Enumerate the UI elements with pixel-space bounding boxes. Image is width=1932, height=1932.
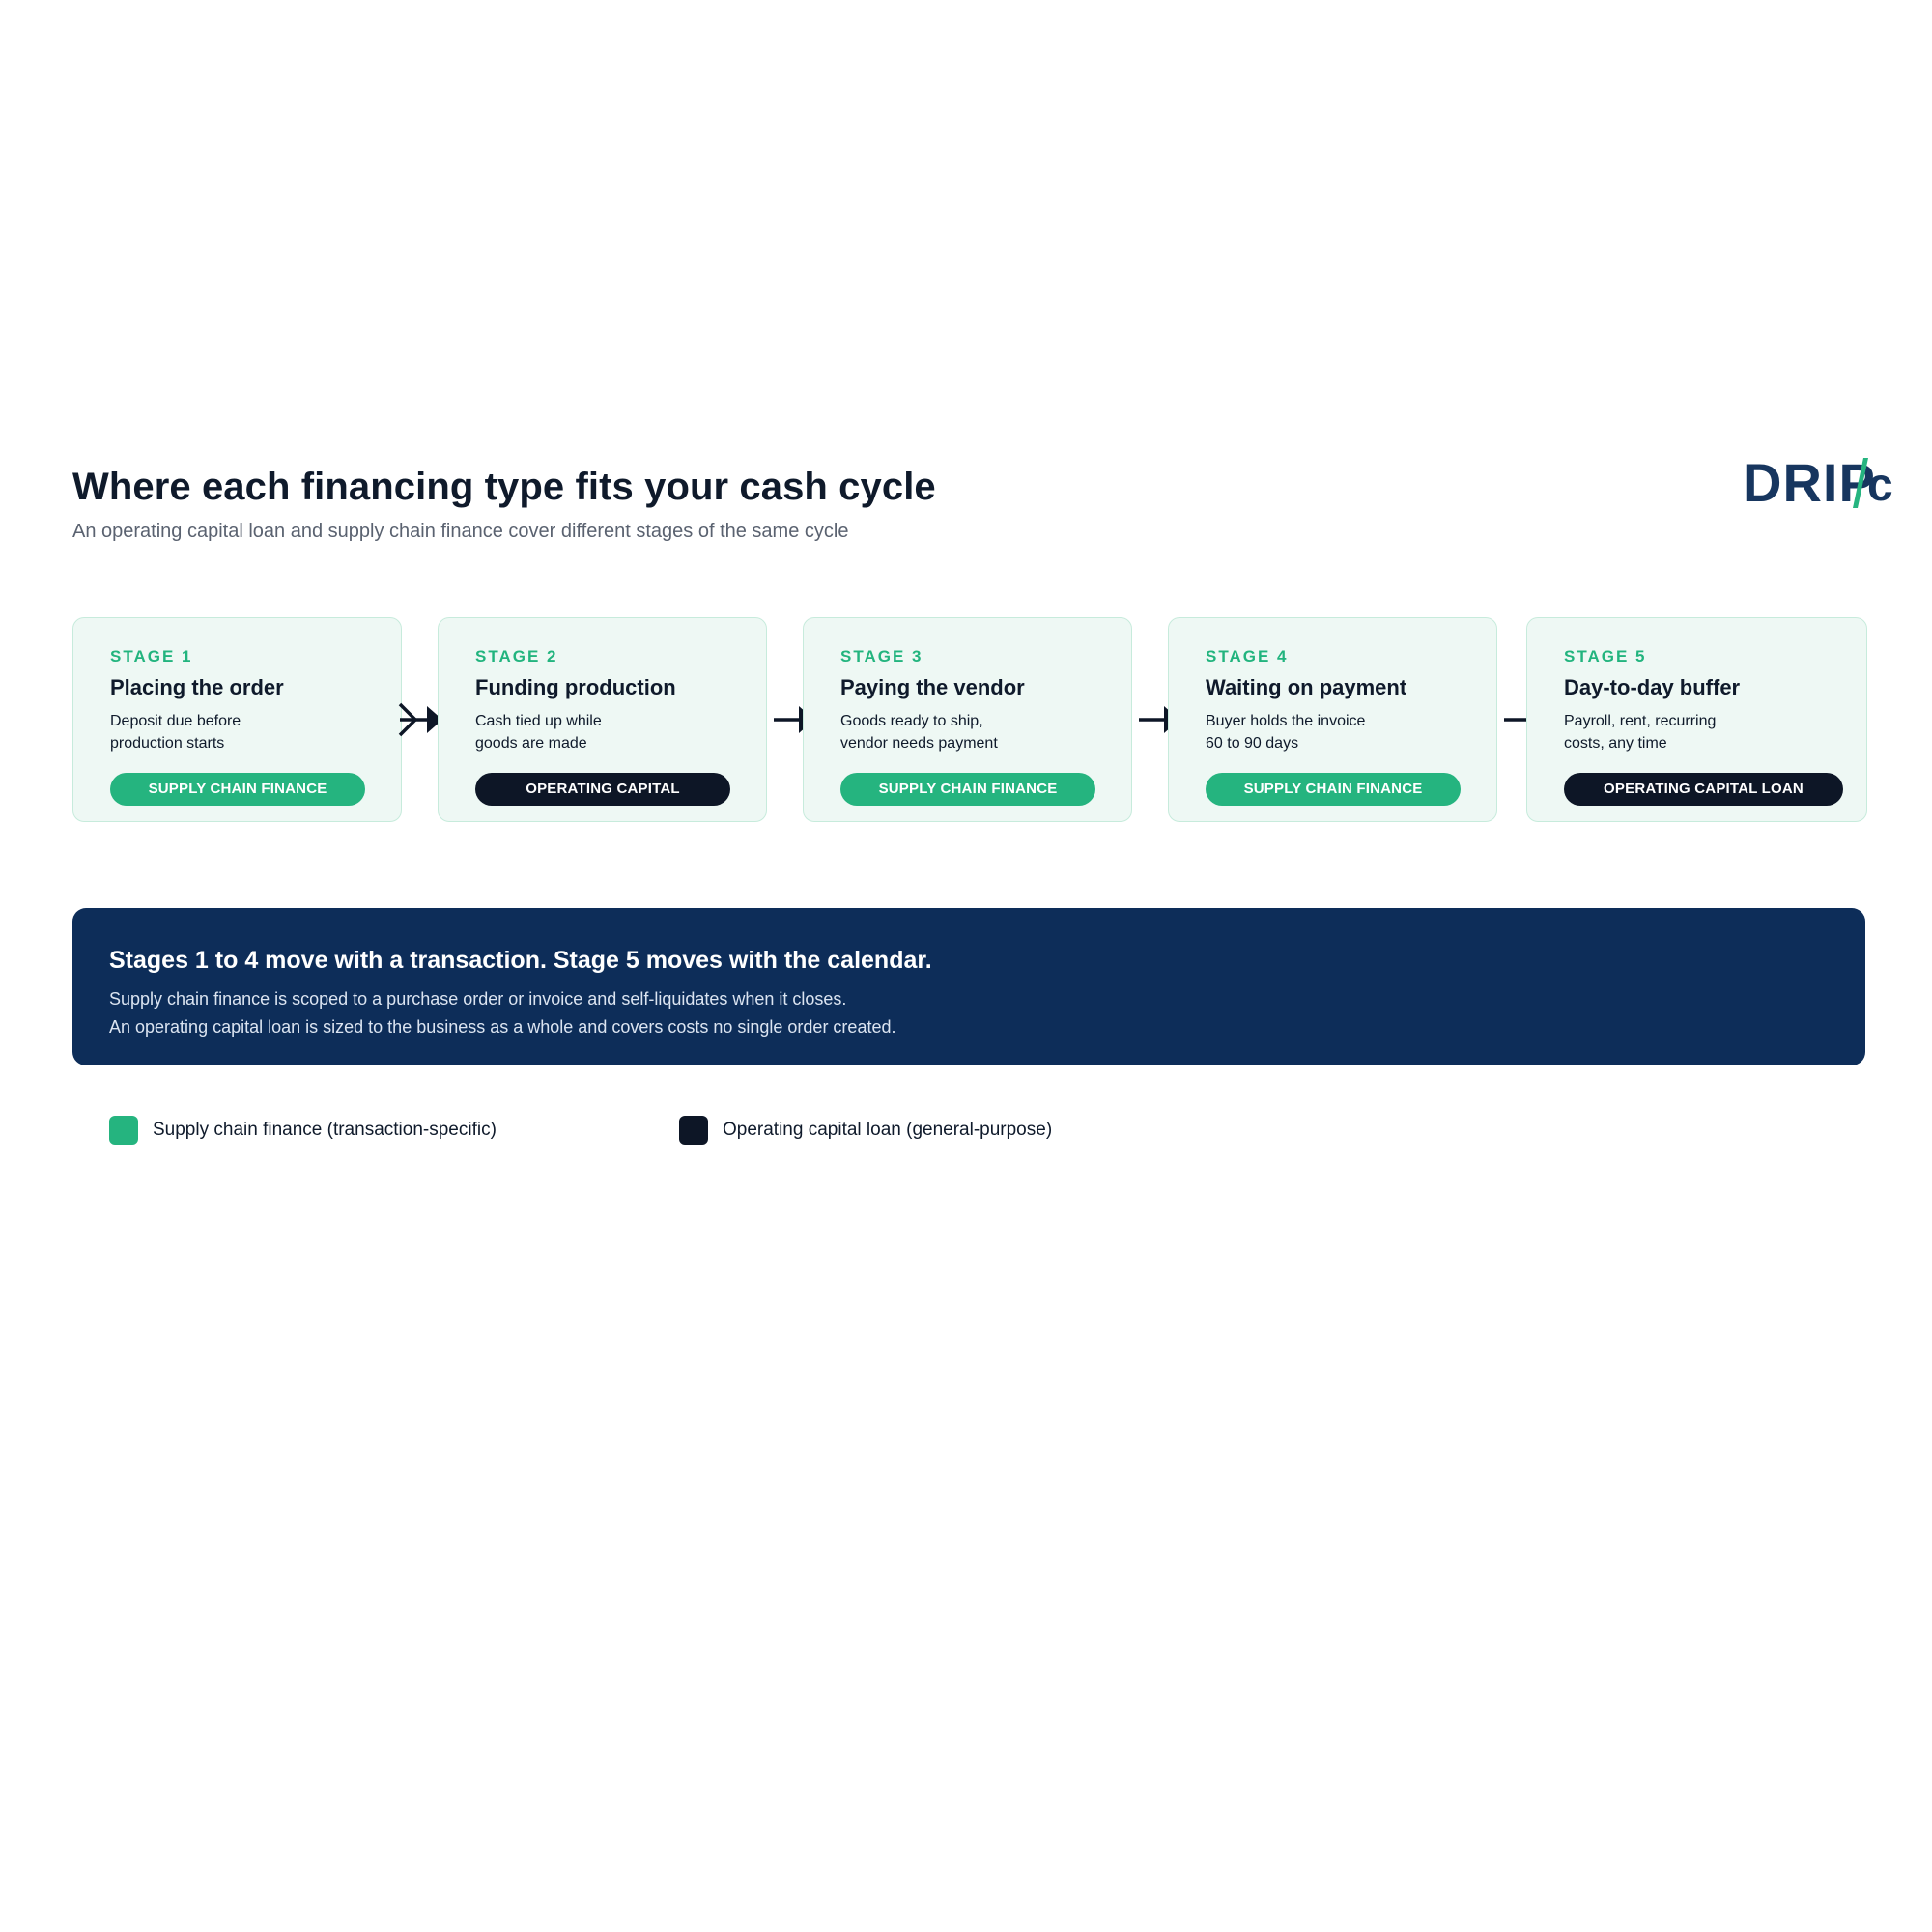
banner-line: An operating capital loan is sized to th… bbox=[109, 1017, 896, 1037]
stage-description: Goods ready to ship, vendor needs paymen… bbox=[840, 710, 1053, 754]
legend-label: Operating capital loan (general-purpose) bbox=[723, 1120, 1053, 1140]
stage-description-line: Goods ready to ship, bbox=[840, 713, 983, 729]
stage-card-5: STAGE 5 Day-to-day buffer Payroll, rent,… bbox=[1526, 617, 1867, 822]
stage-card-2: STAGE 2 Funding production Cash tied up … bbox=[438, 617, 767, 822]
stage-title: Waiting on payment bbox=[1206, 675, 1407, 699]
legend-swatch-dark bbox=[679, 1116, 708, 1145]
stage-label: STAGE 5 bbox=[1564, 647, 1647, 666]
stage-description: Cash tied up while goods are made bbox=[475, 710, 688, 754]
banner-title: Stages 1 to 4 move with a transaction. S… bbox=[109, 947, 932, 974]
logo-suffix: c bbox=[1867, 460, 1893, 511]
stage-description-line: 60 to 90 days bbox=[1206, 735, 1299, 752]
stage-description: Buyer holds the invoice 60 to 90 days bbox=[1206, 710, 1418, 754]
stage-description-line: costs, any time bbox=[1564, 735, 1667, 752]
financing-tag-supply-chain: SUPPLY CHAIN FINANCE bbox=[1206, 773, 1461, 806]
stage-card-3: STAGE 3 Paying the vendor Goods ready to… bbox=[803, 617, 1132, 822]
financing-tag-supply-chain: SUPPLY CHAIN FINANCE bbox=[840, 773, 1095, 806]
banner-line: Supply chain finance is scoped to a purc… bbox=[109, 989, 847, 1009]
stage-description-line: Payroll, rent, recurring bbox=[1564, 713, 1717, 729]
stage-description-line: Deposit due before bbox=[110, 713, 242, 729]
stage-title: Funding production bbox=[475, 675, 676, 699]
legend-swatch-green bbox=[109, 1116, 138, 1145]
stage-card-1: STAGE 1 Placing the order Deposit due be… bbox=[72, 617, 402, 822]
page-subtitle: An operating capital loan and supply cha… bbox=[72, 521, 849, 542]
stage-description-line: production starts bbox=[110, 735, 225, 752]
stage-label: STAGE 3 bbox=[840, 647, 923, 666]
stage-title: Paying the vendor bbox=[840, 675, 1025, 699]
stage-label: STAGE 2 bbox=[475, 647, 558, 666]
stage-label: STAGE 4 bbox=[1206, 647, 1289, 666]
stage-card-4: STAGE 4 Waiting on payment Buyer holds t… bbox=[1168, 617, 1497, 822]
stage-description: Payroll, rent, recurring costs, any time bbox=[1564, 710, 1776, 754]
financing-tag-operating-capital-loan: OPERATING CAPITAL LOAN bbox=[1564, 773, 1843, 806]
stage-title: Day-to-day buffer bbox=[1564, 675, 1741, 699]
summary-banner: Stages 1 to 4 move with a transaction. S… bbox=[72, 908, 1865, 1065]
stage-description-line: vendor needs payment bbox=[840, 735, 998, 752]
stage-description-line: goods are made bbox=[475, 735, 587, 752]
financing-tag-supply-chain: SUPPLY CHAIN FINANCE bbox=[110, 773, 365, 806]
brand-logo: DRIP c bbox=[1743, 454, 1897, 512]
legend-label: Supply chain finance (transaction-specif… bbox=[153, 1120, 497, 1140]
stage-description: Deposit due before production starts bbox=[110, 710, 323, 754]
page-title: Where each financing type fits your cash… bbox=[72, 466, 936, 508]
logo-slash-icon bbox=[1853, 458, 1868, 508]
stage-title: Placing the order bbox=[110, 675, 284, 699]
stage-label: STAGE 1 bbox=[110, 647, 193, 666]
stage-description-line: Cash tied up while bbox=[475, 713, 602, 729]
arrow-right-icon bbox=[398, 702, 442, 737]
logo-text: DRIP bbox=[1743, 452, 1876, 513]
stage-description-line: Buyer holds the invoice bbox=[1206, 713, 1366, 729]
financing-tag-operating-capital: OPERATING CAPITAL bbox=[475, 773, 730, 806]
